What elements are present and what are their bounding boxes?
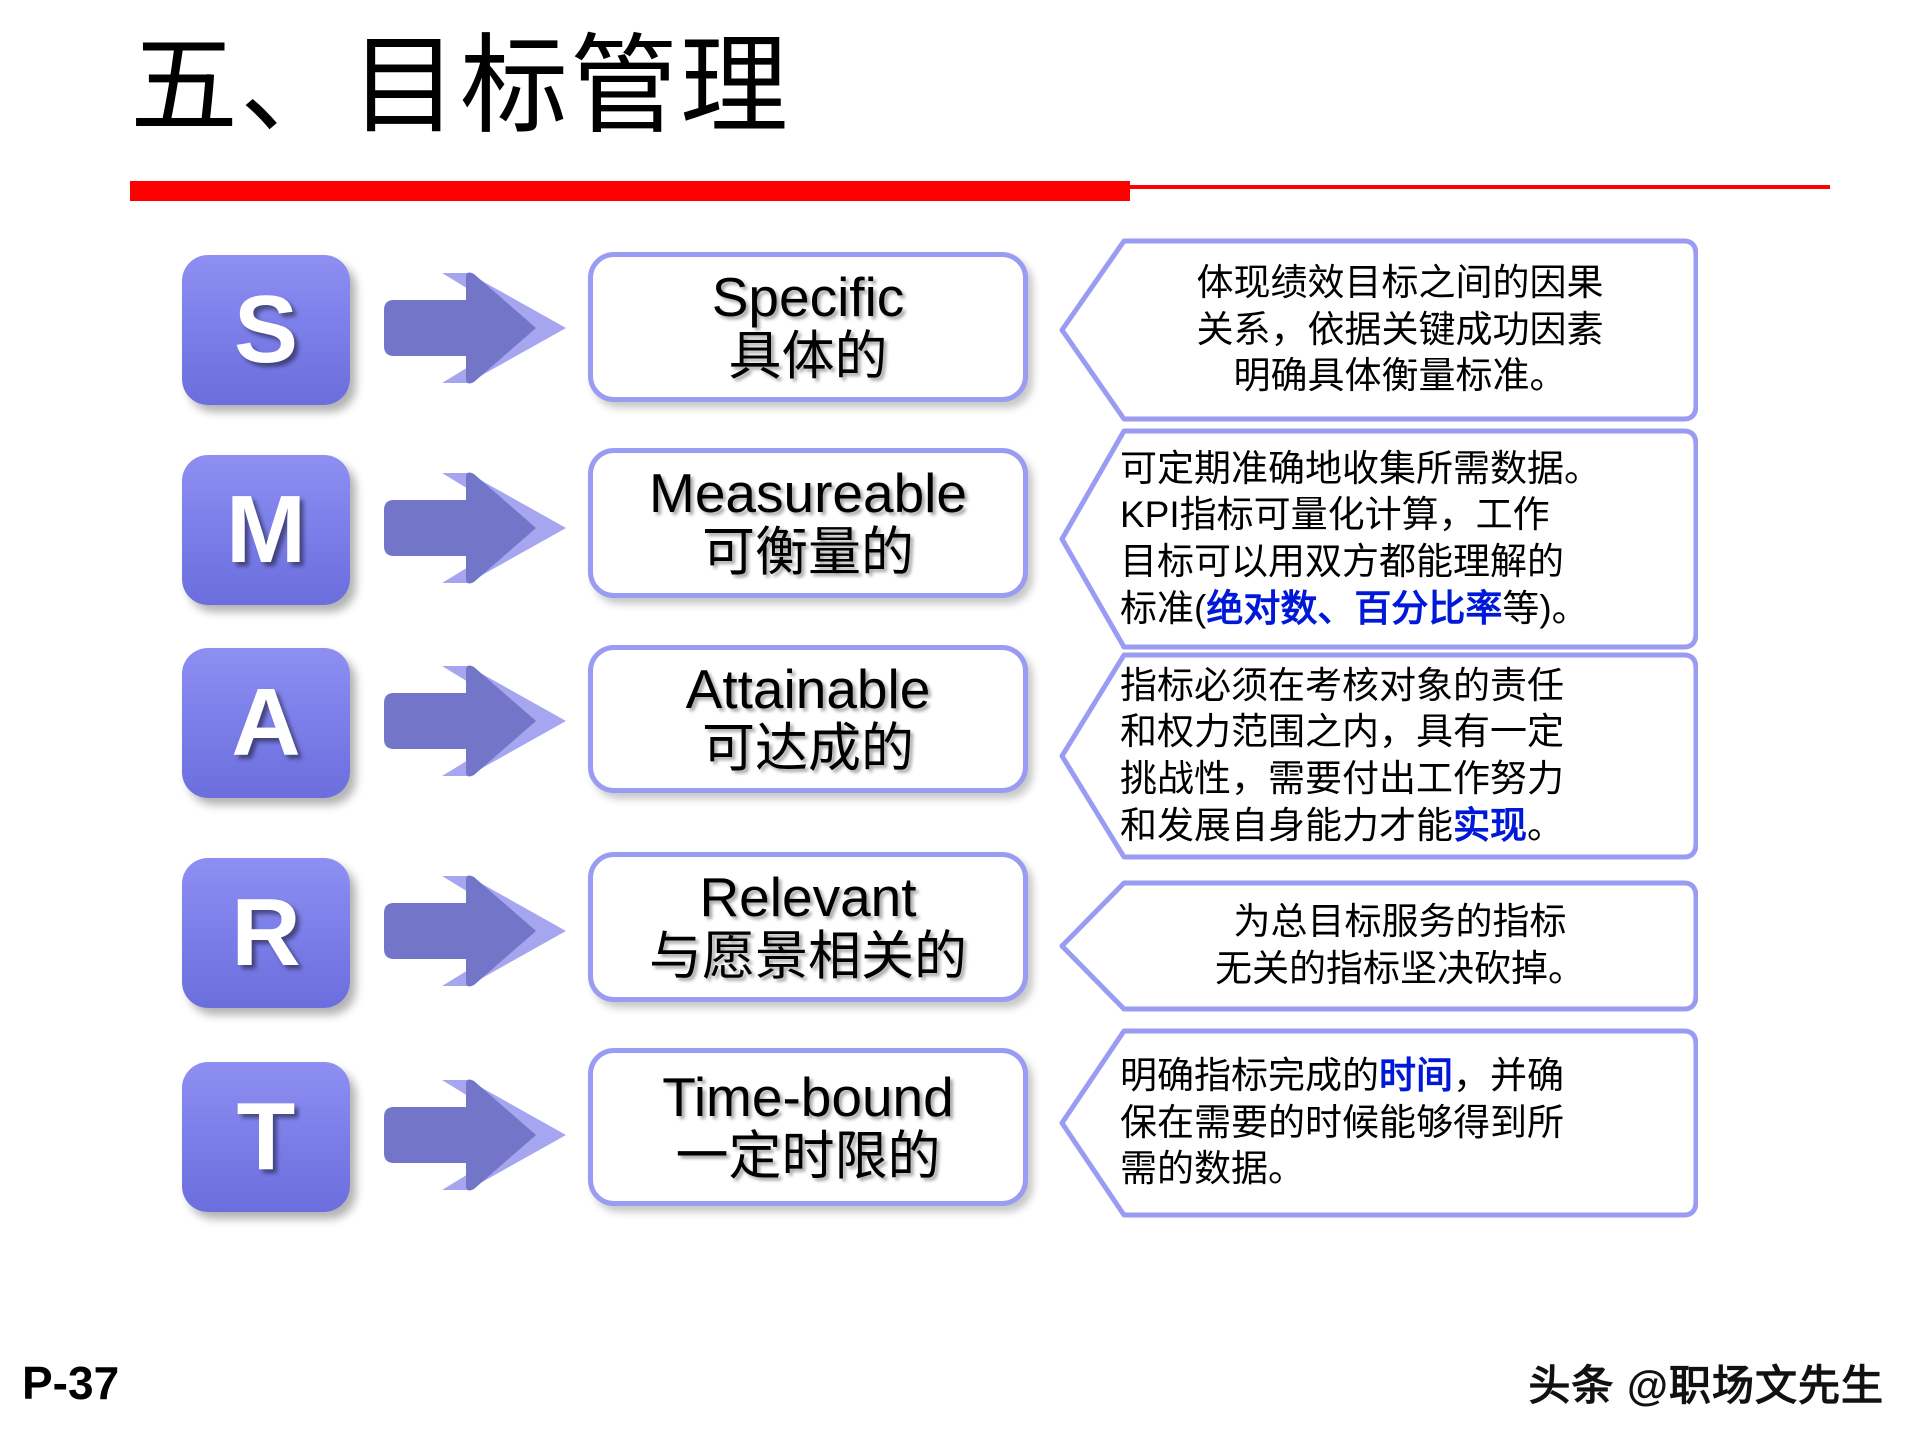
- smart-note-line: 可定期准确地收集所需数据。: [1120, 446, 1680, 493]
- smart-note-text: 明确指标完成的时间，并确保在需要的时候能够得到所需的数据。: [1120, 1028, 1680, 1218]
- smart-term-en: Attainable: [685, 657, 931, 720]
- arrow-right-icon: [380, 269, 590, 387]
- smart-note-line: 和发展自身能力才能实现。: [1120, 803, 1680, 850]
- smart-note-text: 为总目标服务的指标无关的指标坚决砍掉。: [1120, 880, 1680, 1012]
- smart-note-callout-t[interactable]: 明确指标完成的时间，并确保在需要的时候能够得到所需的数据。: [1058, 1028, 1698, 1218]
- smart-note-segment: 目标可以用双方都能理解的: [1120, 541, 1564, 582]
- smart-note-segment: 。: [1527, 804, 1564, 846]
- title-accent-line: [1130, 185, 1830, 189]
- smart-note-line: 保在需要的时候能够得到所: [1120, 1100, 1680, 1147]
- smart-note-segment: 标准(: [1120, 587, 1207, 629]
- smart-term-en: Measureable: [649, 461, 967, 524]
- smart-note-segment: 和发展自身能力才能: [1120, 804, 1453, 846]
- smart-note-line: 挑战性，需要付出工作努力: [1120, 756, 1680, 803]
- smart-note-line: 和权力范围之内，具有一定: [1120, 709, 1680, 756]
- smart-note-segment: 为总目标服务的指标: [1233, 901, 1567, 943]
- smart-badge-s[interactable]: S: [182, 255, 350, 405]
- smart-badge-m[interactable]: M: [182, 455, 350, 605]
- page-title: 五、目标管理: [130, 25, 791, 146]
- smart-note-line: 明确指标完成的时间，并确: [1120, 1053, 1680, 1100]
- smart-note-segment: 指标必须在考核对象的责任: [1120, 664, 1564, 706]
- smart-badge-letter: R: [231, 879, 301, 986]
- smart-note-segment: 和权力范围之内，具有一定: [1120, 711, 1564, 753]
- smart-note-text: 可定期准确地收集所需数据。 KPI指标可量化计算，工作目标可以用双方都能理解的标准…: [1120, 428, 1680, 650]
- smart-term-cn: 一定时限的: [675, 1127, 941, 1187]
- smart-note-line: 为总目标服务的指标: [1234, 899, 1567, 946]
- smart-note-segment: KPI指标可量化计算，工作: [1120, 494, 1550, 536]
- smart-note-text: 指标必须在考核对象的责任和权力范围之内，具有一定挑战性，需要付出工作努力和发展自…: [1120, 652, 1680, 860]
- smart-note-segment: 需的数据。: [1120, 1148, 1305, 1190]
- smart-note-line: 指标必须在考核对象的责任: [1120, 663, 1680, 710]
- smart-badge-letter: S: [233, 276, 299, 383]
- smart-note-line: 需的数据。: [1120, 1146, 1680, 1193]
- smart-note-highlight: 实现: [1453, 804, 1527, 846]
- smart-badge-r[interactable]: R: [182, 858, 350, 1008]
- smart-note-segment: 可定期准确地收集所需数据。: [1120, 447, 1601, 489]
- smart-note-segment: 明确具体衡量标准。: [1233, 355, 1567, 397]
- smart-term-cn: 可达成的: [702, 719, 914, 779]
- arrow-right-icon: [380, 872, 590, 990]
- smart-note-text: 体现绩效目标之间的因果关系，依据关键成功因素明确具体衡量标准。: [1120, 238, 1680, 422]
- page-number: P-37: [22, 1357, 120, 1409]
- arrow-right-icon: [380, 469, 590, 587]
- arrow-right-icon: [380, 662, 590, 780]
- smart-note-segment: 保在需要的时候能够得到所: [1120, 1101, 1564, 1143]
- smart-term-cn: 与愿景相关的: [649, 927, 967, 987]
- smart-badge-t[interactable]: T: [182, 1062, 350, 1212]
- smart-term-en: Relevant: [699, 865, 917, 928]
- smart-note-segment: ，并确: [1453, 1055, 1564, 1097]
- smart-note-line: 明确具体衡量标准。: [1234, 353, 1567, 400]
- smart-note-callout-m[interactable]: 可定期准确地收集所需数据。 KPI指标可量化计算，工作目标可以用双方都能理解的标准…: [1058, 428, 1698, 650]
- smart-term-cn: 具体的: [728, 327, 888, 387]
- smart-note-callout-r[interactable]: 为总目标服务的指标无关的指标坚决砍掉。: [1058, 880, 1698, 1012]
- smart-note-segment: 等)。: [1502, 587, 1589, 629]
- smart-note-segment: 无关的指标坚决砍掉。: [1215, 948, 1585, 989]
- smart-note-segment: 明确指标完成的: [1120, 1055, 1379, 1097]
- title-accent-bar: [130, 181, 1130, 201]
- smart-term-en: Specific: [711, 265, 905, 328]
- smart-note-line: 无关的指标坚决砍掉。: [1215, 946, 1585, 993]
- smart-note-line: 体现绩效目标之间的因果: [1197, 260, 1604, 307]
- smart-note-highlight: 绝对数、百分比率: [1206, 587, 1503, 629]
- smart-term-cn: 可衡量的: [702, 523, 914, 583]
- smart-badge-letter: M: [226, 476, 306, 583]
- smart-badge-letter: T: [236, 1083, 296, 1190]
- smart-badge-a[interactable]: A: [182, 648, 350, 798]
- watermark: 头条 @职场文先生: [1528, 1362, 1884, 1409]
- smart-term-en: Time-bound: [662, 1065, 954, 1128]
- smart-badge-letter: A: [231, 669, 301, 776]
- smart-note-segment: 关系，依据关键成功因素: [1196, 308, 1604, 350]
- smart-note-callout-s[interactable]: 体现绩效目标之间的因果关系，依据关键成功因素明确具体衡量标准。: [1058, 238, 1698, 422]
- smart-note-line: KPI指标可量化计算，工作: [1120, 492, 1680, 539]
- smart-note-line: 目标可以用双方都能理解的: [1120, 539, 1680, 586]
- smart-note-callout-a[interactable]: 指标必须在考核对象的责任和权力范围之内，具有一定挑战性，需要付出工作努力和发展自…: [1058, 652, 1698, 860]
- smart-note-highlight: 时间: [1379, 1055, 1453, 1097]
- smart-note-line: 标准(绝对数、百分比率等)。: [1120, 586, 1680, 633]
- arrow-right-icon: [380, 1076, 590, 1194]
- smart-note-segment: 体现绩效目标之间的因果: [1196, 262, 1604, 304]
- smart-note-line: 关系，依据关键成功因素: [1197, 307, 1604, 354]
- smart-note-segment: 挑战性，需要付出工作努力: [1120, 758, 1564, 799]
